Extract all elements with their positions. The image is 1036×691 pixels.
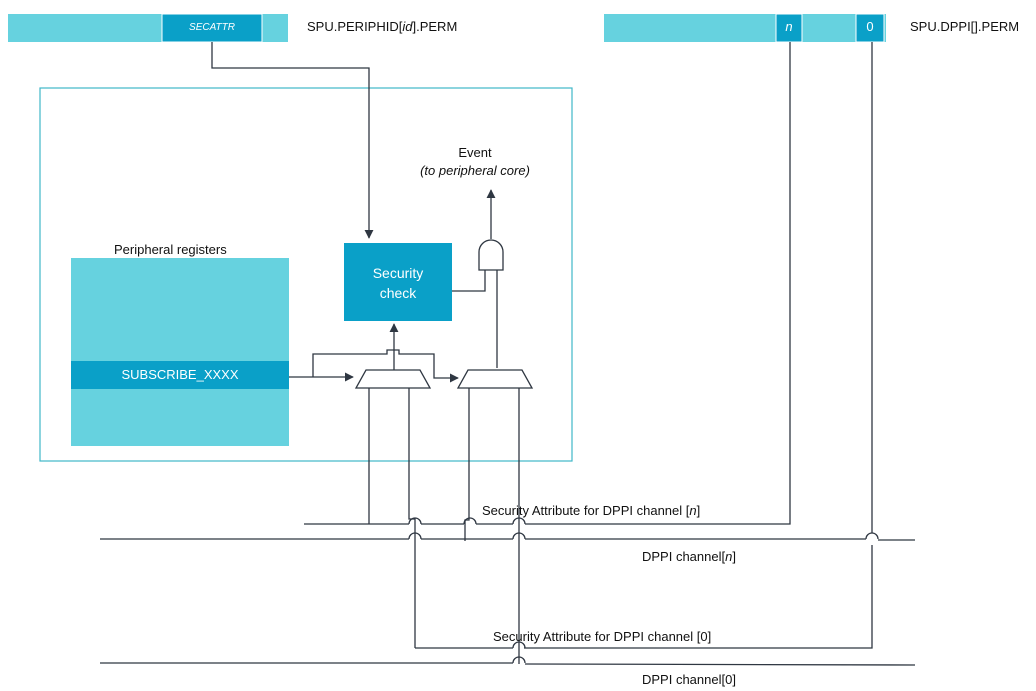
secattr-label: SECATTR [189,22,235,33]
sec-attr-n-label: Security Attribute for DPPI channel [n] [482,503,700,519]
peripheral-registers-block [71,258,289,446]
dppi-bit-n-label: n [785,19,793,34]
dppi-channel-0-label: DPPI channel[0] [642,672,736,687]
dppi-bit-0-field [855,13,885,43]
peripheral-frame [39,87,573,462]
subscribe-branch-line [312,349,459,383]
security-check-box [344,243,452,321]
and-gate [478,239,504,271]
periphid-register-name: SPU.PERIPHID[id].PERM [307,19,457,35]
event-subtitle: (to peripheral core) [420,163,530,178]
channel-n-suffix: ] [732,549,736,564]
secattr-to-check-line [211,42,374,239]
check-to-gate-line [452,270,486,292]
dppi-register-name: SPU.DPPI[].PERM [910,19,1020,34]
channel-n-prefix: DPPI channel[ [642,549,726,564]
channel-n-idx: n [725,549,733,564]
connection-lines [100,42,916,666]
secattr-field [161,13,263,43]
periphid-name-id: id [402,19,413,34]
subscribe-register [71,361,289,389]
periphid-name-suffix: ].PERM [412,19,458,34]
periphid-perm-register [8,13,288,43]
peripheral-registers-title: Peripheral registers [114,242,227,257]
dppi-perm-register [604,13,886,43]
sec-attr-n-prefix: Security Attribute for DPPI channel [ [482,503,690,518]
subscribe-label: SUBSCRIBE_XXXX [121,367,239,382]
mux2-in-a [464,388,470,541]
sec-attr-n-idx: n [689,503,697,518]
dppi-bit-0-label: 0 [866,19,874,34]
periphid-name-prefix: SPU.PERIPHID[ [307,19,403,34]
mux-2 [456,369,534,389]
mux-1 [354,369,432,389]
event-title: Event [458,145,492,160]
security-check-line1: Security [372,265,424,281]
sec-attr-0-label: Security Attribute for DPPI channel [0] [493,629,712,644]
dppi-channel-n-label: DPPI channel[n] [642,549,736,565]
dppi-bit-n-field [775,13,803,43]
sec-attr-n-suffix: ] [696,503,701,518]
security-check-line2: check [379,285,417,301]
